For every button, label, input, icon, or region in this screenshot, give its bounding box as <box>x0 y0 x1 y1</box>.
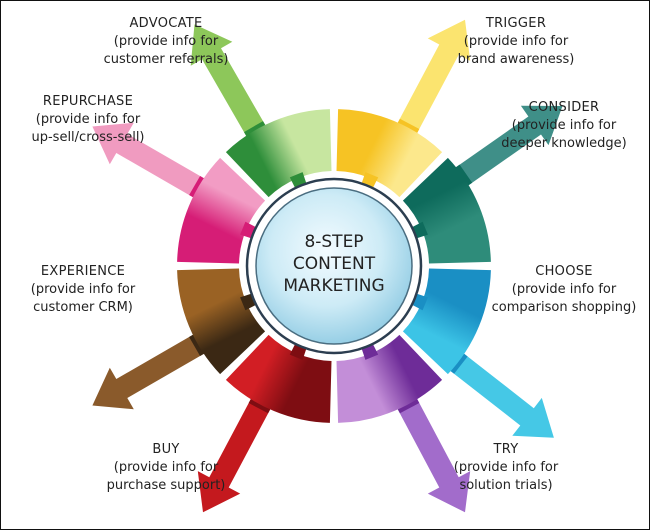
step-desc-experience-1: (provide info for <box>30 282 136 297</box>
step-label-buy: BUY (provide info for purchase support) <box>81 441 251 495</box>
step-label-consider: CONSIDER (provide info for deeper knowle… <box>479 99 649 153</box>
step-desc-buy-2: purchase support) <box>106 478 226 493</box>
step-desc-repurchase-1: (provide info for <box>35 112 141 127</box>
step-desc-trigger-1: (provide info for <box>463 34 569 49</box>
center-title-line1: 8-STEP <box>304 232 363 252</box>
arrow-consider <box>450 105 563 189</box>
step-label-try: TRY (provide info for solution trials) <box>421 441 591 495</box>
step-title-try: TRY <box>493 442 519 457</box>
segment-repurchase <box>177 157 266 264</box>
step-desc-experience-2: customer CRM) <box>33 300 133 315</box>
arrow-buy <box>197 393 274 513</box>
center-title-line3: MARKETING <box>283 276 384 296</box>
arrow-experience <box>92 331 210 410</box>
step-title-advocate: ADVOCATE <box>129 16 203 31</box>
segment-advocate <box>225 109 332 198</box>
segment-trigger <box>336 109 443 198</box>
step-desc-consider-1: (provide info for <box>511 118 617 133</box>
arrow-try <box>394 393 471 513</box>
step-label-trigger: TRIGGER (provide info for brand awarenes… <box>431 15 601 69</box>
step-desc-advocate-2: customer referrals) <box>103 52 229 67</box>
step-title-consider: CONSIDER <box>528 100 600 115</box>
segment-choose <box>402 268 491 375</box>
step-title-trigger: TRIGGER <box>485 16 547 31</box>
step-label-choose: CHOOSE (provide info for comparison shop… <box>479 263 649 317</box>
step-desc-trigger-2: brand awareness) <box>457 52 575 67</box>
step-desc-choose-1: (provide info for <box>511 282 617 297</box>
step-label-advocate: ADVOCATE (provide info for customer refe… <box>81 15 251 69</box>
arrow-trigger <box>394 19 471 139</box>
segment-experience <box>177 268 266 375</box>
center-circle <box>255 187 413 345</box>
segment-consider <box>402 157 491 264</box>
step-desc-repurchase-2: up-sell/cross-sell) <box>31 130 145 145</box>
step-label-repurchase: REPURCHASE (provide info for up-sell/cro… <box>3 93 173 147</box>
arrow-choose <box>445 349 554 438</box>
step-title-repurchase: REPURCHASE <box>42 94 134 109</box>
center-title-line2: CONTENT <box>293 254 376 274</box>
step-title-buy: BUY <box>152 442 180 457</box>
arrow-advocate <box>190 24 269 142</box>
step-desc-choose-2: comparison shopping) <box>491 300 637 315</box>
step-desc-buy-1: (provide info for <box>113 460 219 475</box>
step-desc-consider-2: deeper knowledge) <box>501 136 627 151</box>
step-title-choose: CHOOSE <box>535 264 593 279</box>
arrow-repurchase <box>92 122 210 201</box>
step-desc-try-2: solution trials) <box>459 478 553 493</box>
step-desc-advocate-1: (provide info for <box>113 34 219 49</box>
segment-try <box>336 334 443 423</box>
segment-buy <box>225 334 332 423</box>
step-label-experience: EXPERIENCE (provide info for customer CR… <box>3 263 163 317</box>
step-title-experience: EXPERIENCE <box>40 264 126 279</box>
step-desc-try-1: (provide info for <box>453 460 559 475</box>
